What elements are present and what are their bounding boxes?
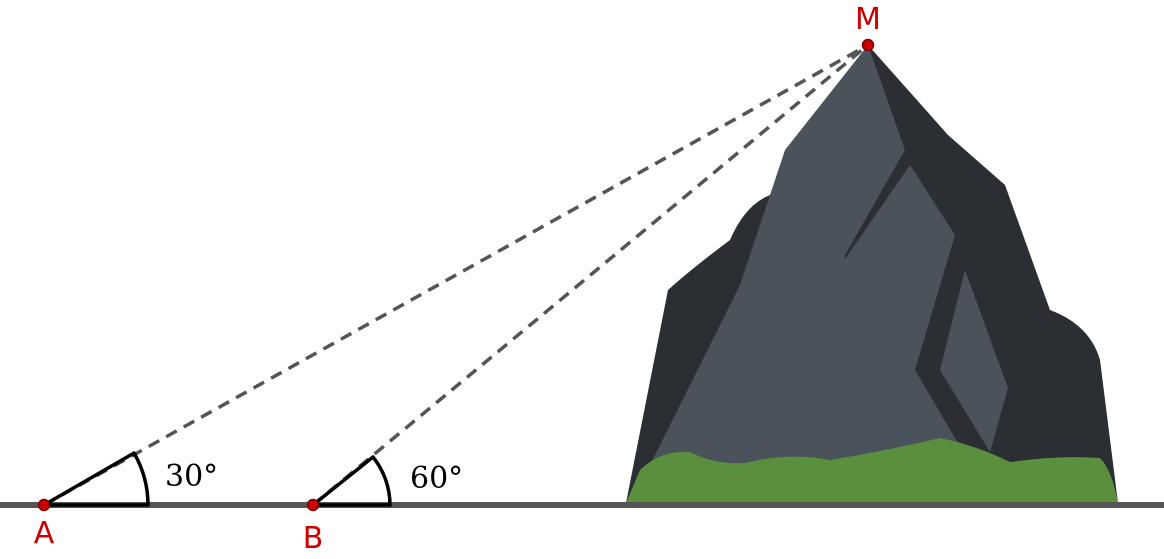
angle-label-b: 60° [410,461,463,496]
point-label-a: A [34,516,55,551]
point-a [37,498,51,512]
point-label-b: B [303,521,324,556]
point-m [861,38,875,52]
angle-sector-b [311,455,392,507]
angle-marker-b [311,455,392,507]
angle-marker-a [42,451,150,507]
sight-line-b-to-m [311,43,870,507]
sight-lines [43,43,870,507]
mountain [626,45,1118,503]
angle-sector-a [42,451,150,507]
point-b [306,498,320,512]
mountain-right-face [940,270,1008,452]
angle-label-a: 30° [165,459,218,494]
mountain-center-face [820,165,965,460]
sight-line-a-to-m [43,43,869,507]
grass [626,438,1118,503]
point-label-m: M [855,2,881,37]
mountain-left-face [650,45,905,465]
